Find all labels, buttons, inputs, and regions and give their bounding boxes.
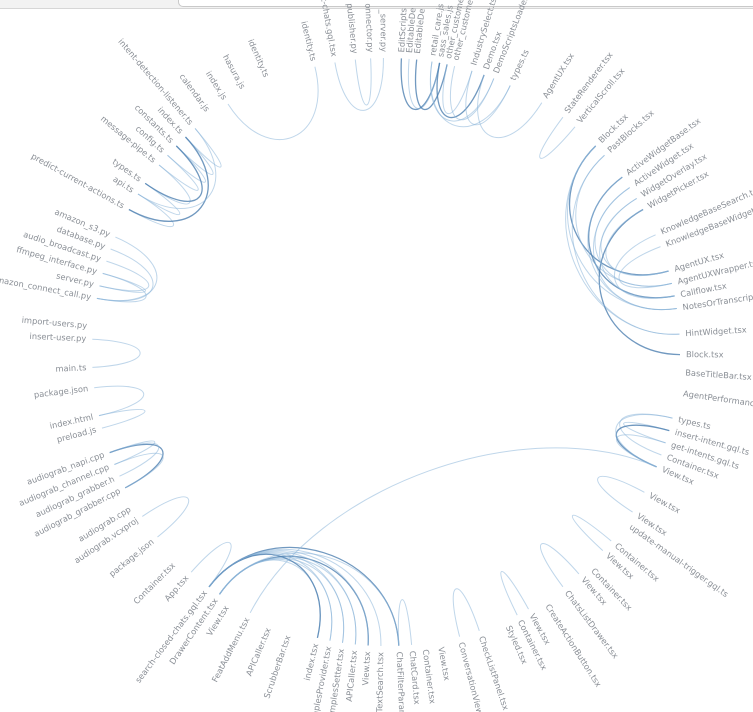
dependency-edge xyxy=(436,62,485,118)
file-label: View.tsx xyxy=(436,646,452,681)
dependency-edge xyxy=(208,553,333,641)
file-label: AgentPerformanceMe xyxy=(682,388,753,410)
dependency-edge xyxy=(96,248,154,302)
file-label: import-users.py xyxy=(21,315,87,331)
dependency-edge xyxy=(92,338,141,368)
file-label: BaseTitleBar.tsx xyxy=(685,367,752,382)
dependency-edge xyxy=(407,58,441,109)
file-label: Block.tsx xyxy=(686,349,724,359)
file-label: ChatCard.tsx xyxy=(408,650,423,705)
dependency-edge xyxy=(94,385,145,417)
dependency-edge xyxy=(594,187,673,287)
dependency-edge xyxy=(99,272,146,293)
dependency-edge xyxy=(450,65,495,121)
dependency-edge xyxy=(249,447,657,614)
file-label: types.ts xyxy=(508,48,531,82)
file-label: insert-user.py xyxy=(29,331,86,343)
dependency-edge xyxy=(219,552,400,646)
dependency-edge xyxy=(334,57,384,111)
file-label: HintWidget.tsx xyxy=(685,324,747,338)
dependency-edge xyxy=(208,549,382,647)
dependency-edge xyxy=(571,154,680,335)
address-field[interactable] xyxy=(178,0,753,7)
dependency-edge xyxy=(615,414,673,468)
dependency-edge xyxy=(185,128,222,168)
dependency-edge xyxy=(144,145,203,202)
file-label: APICaller.tsx xyxy=(344,650,359,702)
window-top-bar xyxy=(0,0,753,9)
dependency-edge xyxy=(598,208,681,356)
file-label: View.tsx xyxy=(360,651,372,686)
dependency-edge xyxy=(442,64,473,115)
dependency-edge xyxy=(567,145,677,311)
dependency-edge xyxy=(227,66,319,140)
file-label: onnector.py xyxy=(363,3,376,53)
file-label: EditableDe xyxy=(412,8,427,54)
dependency-edge xyxy=(137,182,181,216)
dependency-edge xyxy=(354,58,372,106)
file-label: identity.ts xyxy=(299,20,319,62)
dependency-edge xyxy=(158,154,199,191)
dependency-edge xyxy=(597,476,645,513)
file-label: EditableDe xyxy=(404,7,418,53)
dependency-edge xyxy=(98,408,146,429)
dependency-edge xyxy=(565,145,680,335)
dependency-edge xyxy=(605,209,669,276)
file-label: main.ts xyxy=(55,362,86,374)
file-label: search-closed-chats.gql.tsx xyxy=(133,588,209,685)
file-label: t-chats.gql.tsx xyxy=(319,0,339,57)
dependency-edge xyxy=(109,442,160,477)
file-label: package.json xyxy=(107,537,156,579)
file-label: AgentUX.tsx xyxy=(540,51,576,100)
dependency-edge xyxy=(175,136,214,175)
dependency-edge xyxy=(539,116,576,159)
file-label: View.tsx xyxy=(647,490,682,515)
dependency-edge xyxy=(414,59,448,111)
file-label: index.js xyxy=(204,69,230,101)
file-label: EditScripts xyxy=(396,8,408,53)
dependency-edge xyxy=(599,197,675,299)
dependency-edge xyxy=(540,543,580,588)
file-label: publisher.py xyxy=(345,3,360,54)
file-label: CreateActionButton.tsx xyxy=(543,602,603,689)
dependency-edge xyxy=(500,571,529,616)
dependency-edge xyxy=(114,452,164,489)
file-label: _server.py xyxy=(379,8,389,52)
dependency-edge xyxy=(137,128,217,209)
file-label: hasura.js xyxy=(221,53,248,91)
dependency-edge xyxy=(430,61,511,128)
file-label: APICaller.tsx xyxy=(244,626,273,677)
dependency-edge xyxy=(190,541,232,588)
file-label: package.json xyxy=(33,383,88,400)
dependency-edge xyxy=(128,193,174,228)
dependency-edges xyxy=(92,57,681,647)
dependency-edge xyxy=(572,514,612,551)
dependency-edge xyxy=(96,272,147,303)
dependency-edge xyxy=(616,434,666,468)
dependency-edge xyxy=(397,599,413,646)
file-label: Container.tsx xyxy=(421,649,438,705)
dependency-edge xyxy=(452,588,480,637)
dependency-edge xyxy=(142,496,190,538)
file-label: ChatFilterParamet xyxy=(395,651,408,712)
dependency-edge xyxy=(477,74,543,138)
file-label: identity.ts xyxy=(246,37,271,78)
dependency-edge xyxy=(128,136,209,222)
file-label: FullTextSearch.tsx xyxy=(374,652,385,712)
